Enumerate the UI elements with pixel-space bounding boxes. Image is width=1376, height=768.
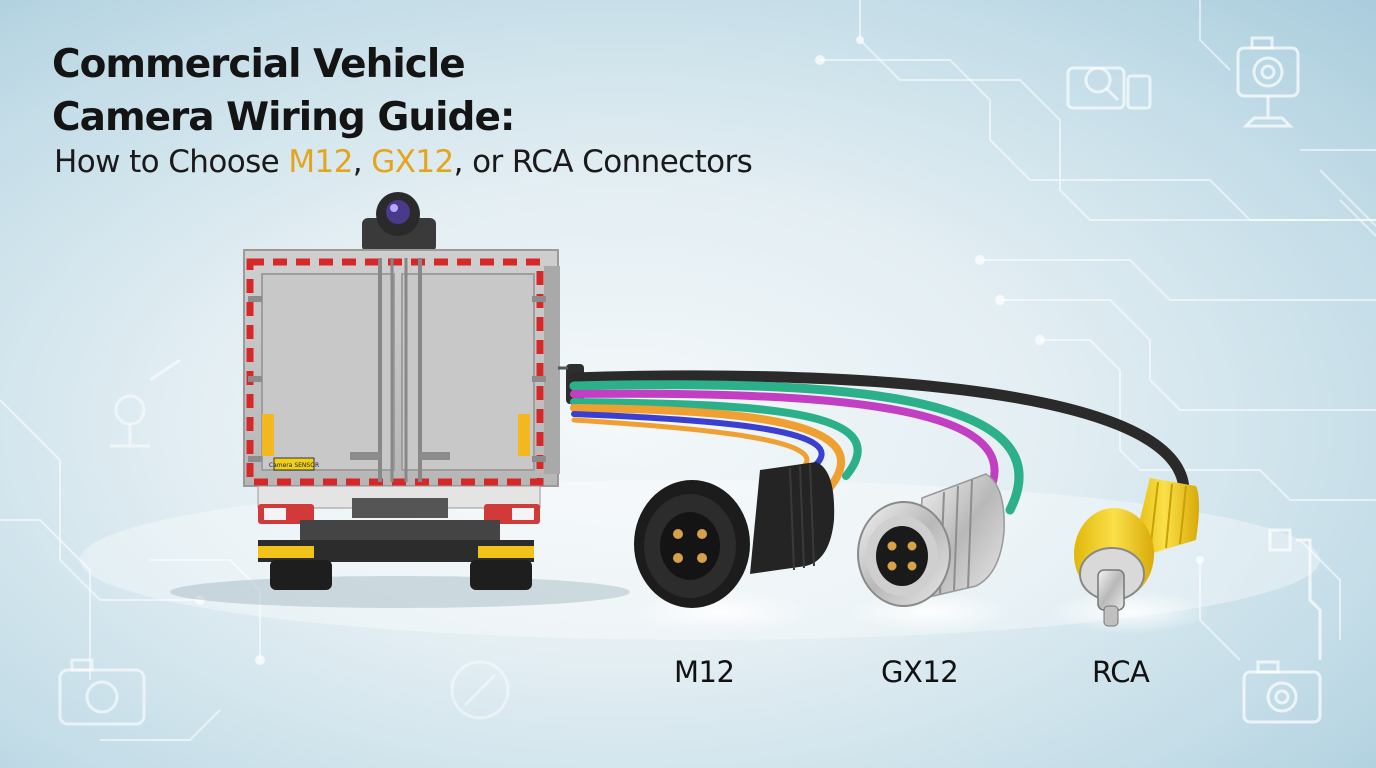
truck-plate: Camera SENSOR — [269, 462, 319, 469]
truck: Camera SENSOR — [243, 192, 584, 590]
cable-orange-2 — [571, 417, 810, 473]
cable-magenta — [570, 389, 999, 494]
gx12-connector — [857, 473, 1005, 607]
security-camera-icon — [110, 358, 181, 448]
cable-orange — [570, 404, 845, 496]
cable-black — [568, 370, 1190, 496]
cable-green-2 — [570, 398, 862, 480]
camera-icon — [1242, 528, 1322, 724]
cable-blue — [571, 411, 825, 471]
subtitle: How to Choose M12, GX12, or RCA Connecto… — [54, 144, 753, 180]
subtitle-text-end: , or RCA Connectors — [453, 144, 753, 180]
subtitle-text: How to Choose — [54, 144, 289, 180]
subtitle-separator: , — [352, 144, 372, 180]
cables — [568, 370, 1190, 515]
camera-icon — [58, 658, 146, 726]
subtitle-highlight-gx12: GX12 — [371, 144, 454, 180]
cable-green — [569, 380, 1024, 515]
title-line-2: Camera Wiring Guide: — [52, 95, 516, 140]
label-rca: RCA — [1092, 655, 1150, 689]
rca-connector — [1074, 478, 1199, 627]
roof-camera — [362, 192, 436, 252]
search-camera-icon — [1066, 66, 1152, 110]
title-line-1: Commercial Vehicle — [52, 42, 466, 87]
label-gx12: GX12 — [881, 655, 959, 689]
camera-icon — [450, 660, 510, 720]
subtitle-highlight-m12: M12 — [288, 144, 353, 180]
camera-icon — [1236, 36, 1300, 128]
m12-connector — [634, 462, 835, 608]
label-m12: M12 — [674, 655, 735, 689]
